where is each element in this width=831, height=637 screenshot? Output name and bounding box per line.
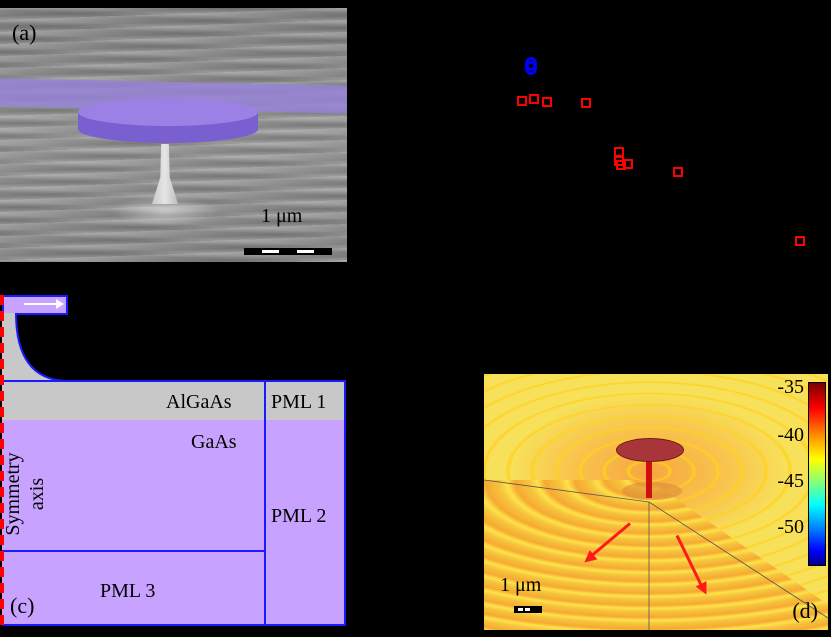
- data-point-red: [795, 236, 805, 246]
- data-point-red: [673, 167, 683, 177]
- cut-plane-left: [484, 480, 650, 630]
- label-panel-c: (c): [10, 593, 35, 618]
- panel-a-sem-image: (a) 1 μm: [0, 8, 347, 262]
- panel-label-d: (d): [792, 598, 818, 623]
- data-point-red: [529, 94, 539, 104]
- radial-arrow-icon: [24, 299, 64, 309]
- colorbar-tick: -45: [777, 470, 804, 492]
- panel-d-field-map: -35 -40 -45 -50 1 μm (d): [484, 374, 828, 630]
- colorbar-tick: -50: [777, 516, 804, 538]
- microdisk-3d: [616, 438, 684, 462]
- label-pml3: PML 3: [100, 580, 156, 602]
- data-point-red: [581, 98, 591, 108]
- domain-edges: [484, 479, 828, 630]
- label-pml2: PML 2: [271, 505, 327, 527]
- symmetry-axis-line: [0, 295, 4, 625]
- pml1-region: [264, 380, 346, 422]
- colorbar-tick: -40: [777, 424, 804, 446]
- data-point-red: [616, 160, 626, 170]
- pml3-region: [2, 550, 266, 626]
- scale-bar-label: 1 μm: [261, 205, 303, 227]
- symmetry-axis-label: Symmetry axis: [1, 429, 49, 559]
- panel-c-schematic: AlGaAs PML 1 GaAs PML 2 PML 3 (c) Symmet…: [0, 295, 347, 626]
- scale-bar: [514, 606, 542, 613]
- scale-bar-label: 1 μm: [500, 574, 542, 596]
- pedestal-pillar: [152, 144, 178, 204]
- symmetry-axis-label-line2: axis: [26, 477, 48, 511]
- scale-bar: [244, 248, 332, 255]
- symmetry-axis-label-line1: Symmetry: [2, 452, 24, 536]
- microdisk-top: [78, 98, 258, 126]
- data-point-red: [517, 96, 527, 106]
- panel-label-a: (a): [12, 20, 37, 45]
- colorbar: [808, 382, 826, 566]
- pedestal-stem: [646, 458, 652, 498]
- pml2-region: [264, 420, 346, 626]
- colorbar-tick: -35: [777, 376, 804, 398]
- data-point-blue: [525, 61, 537, 75]
- label-pml1: PML 1: [271, 391, 327, 413]
- label-algaas: AlGaAs: [166, 391, 232, 413]
- pedestal-profile: [2, 313, 67, 383]
- data-point-red: [542, 97, 552, 107]
- label-gaas: GaAs: [191, 431, 237, 453]
